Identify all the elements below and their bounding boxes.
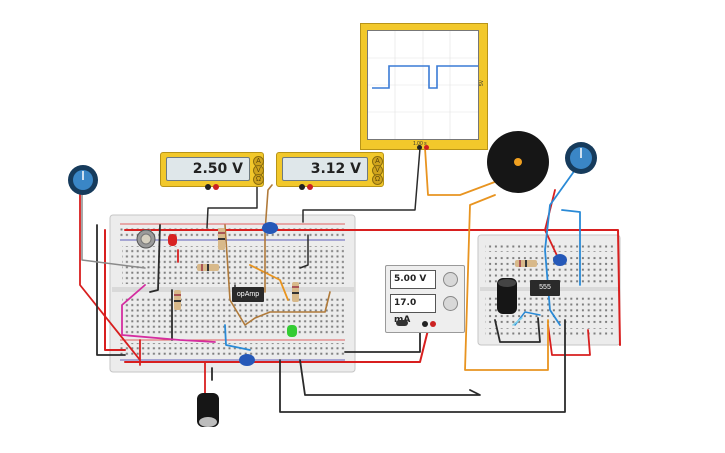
timer-555-chip[interactable]: 555 <box>530 280 560 296</box>
psu-jack-neg[interactable] <box>422 321 428 327</box>
oscilloscope-screen <box>367 30 479 140</box>
mode-ohm-icon[interactable]: Ω <box>372 174 383 185</box>
scope-time-label: 1.00 s <box>413 141 427 147</box>
wires <box>79 147 621 413</box>
ceramic-capacitor[interactable] <box>239 354 255 366</box>
ceramic-capacitor[interactable] <box>262 222 278 234</box>
psu-current-display: 17.0 mA <box>390 294 436 325</box>
multimeter-left[interactable]: 2.50 V A V Ω <box>160 152 264 190</box>
potentiometer-right[interactable] <box>565 142 597 174</box>
voltage-knob-icon[interactable] <box>443 272 458 287</box>
resistor[interactable] <box>174 290 181 310</box>
jack-v[interactable] <box>307 184 313 190</box>
piezo-buzzer[interactable] <box>487 131 549 193</box>
current-knob-icon[interactable] <box>443 296 458 311</box>
ceramic-capacitor[interactable] <box>553 254 567 266</box>
psu-voltage-display: 5.00 V <box>390 270 436 289</box>
multimeter-left-display: 2.50 V <box>166 157 250 181</box>
psu-jack-pos[interactable] <box>430 321 436 327</box>
potentiometer-left[interactable] <box>68 165 98 195</box>
dc-power-supply[interactable]: 5.00 V 17.0 mA <box>385 265 465 333</box>
resistor[interactable] <box>197 264 219 271</box>
photoresistor[interactable] <box>136 229 156 249</box>
oscilloscope[interactable]: 1.00 s 5V <box>360 23 488 150</box>
mode-ohm-icon[interactable]: Ω <box>253 174 264 185</box>
electrolytic-capacitor[interactable] <box>197 393 219 427</box>
scope-volt-label: 5V <box>479 79 486 87</box>
jack-v[interactable] <box>213 184 219 190</box>
multimeter-right[interactable]: 3.12 V A V Ω <box>276 152 384 190</box>
green-led[interactable] <box>287 325 297 337</box>
resistor[interactable] <box>218 228 225 250</box>
resistor[interactable] <box>292 282 299 302</box>
resistor[interactable] <box>515 260 537 267</box>
jack-com[interactable] <box>299 184 305 190</box>
scope-jack-neg[interactable] <box>417 145 422 150</box>
opamp-chip[interactable]: opAmp <box>232 287 264 302</box>
red-led[interactable] <box>168 234 177 246</box>
power-switch[interactable] <box>396 320 408 326</box>
scope-jack-pos[interactable] <box>424 145 429 150</box>
multimeter-right-display: 3.12 V <box>282 157 368 181</box>
oscilloscope-trace <box>368 31 478 139</box>
jack-com[interactable] <box>205 184 211 190</box>
electrolytic-capacitor[interactable] <box>497 278 517 314</box>
